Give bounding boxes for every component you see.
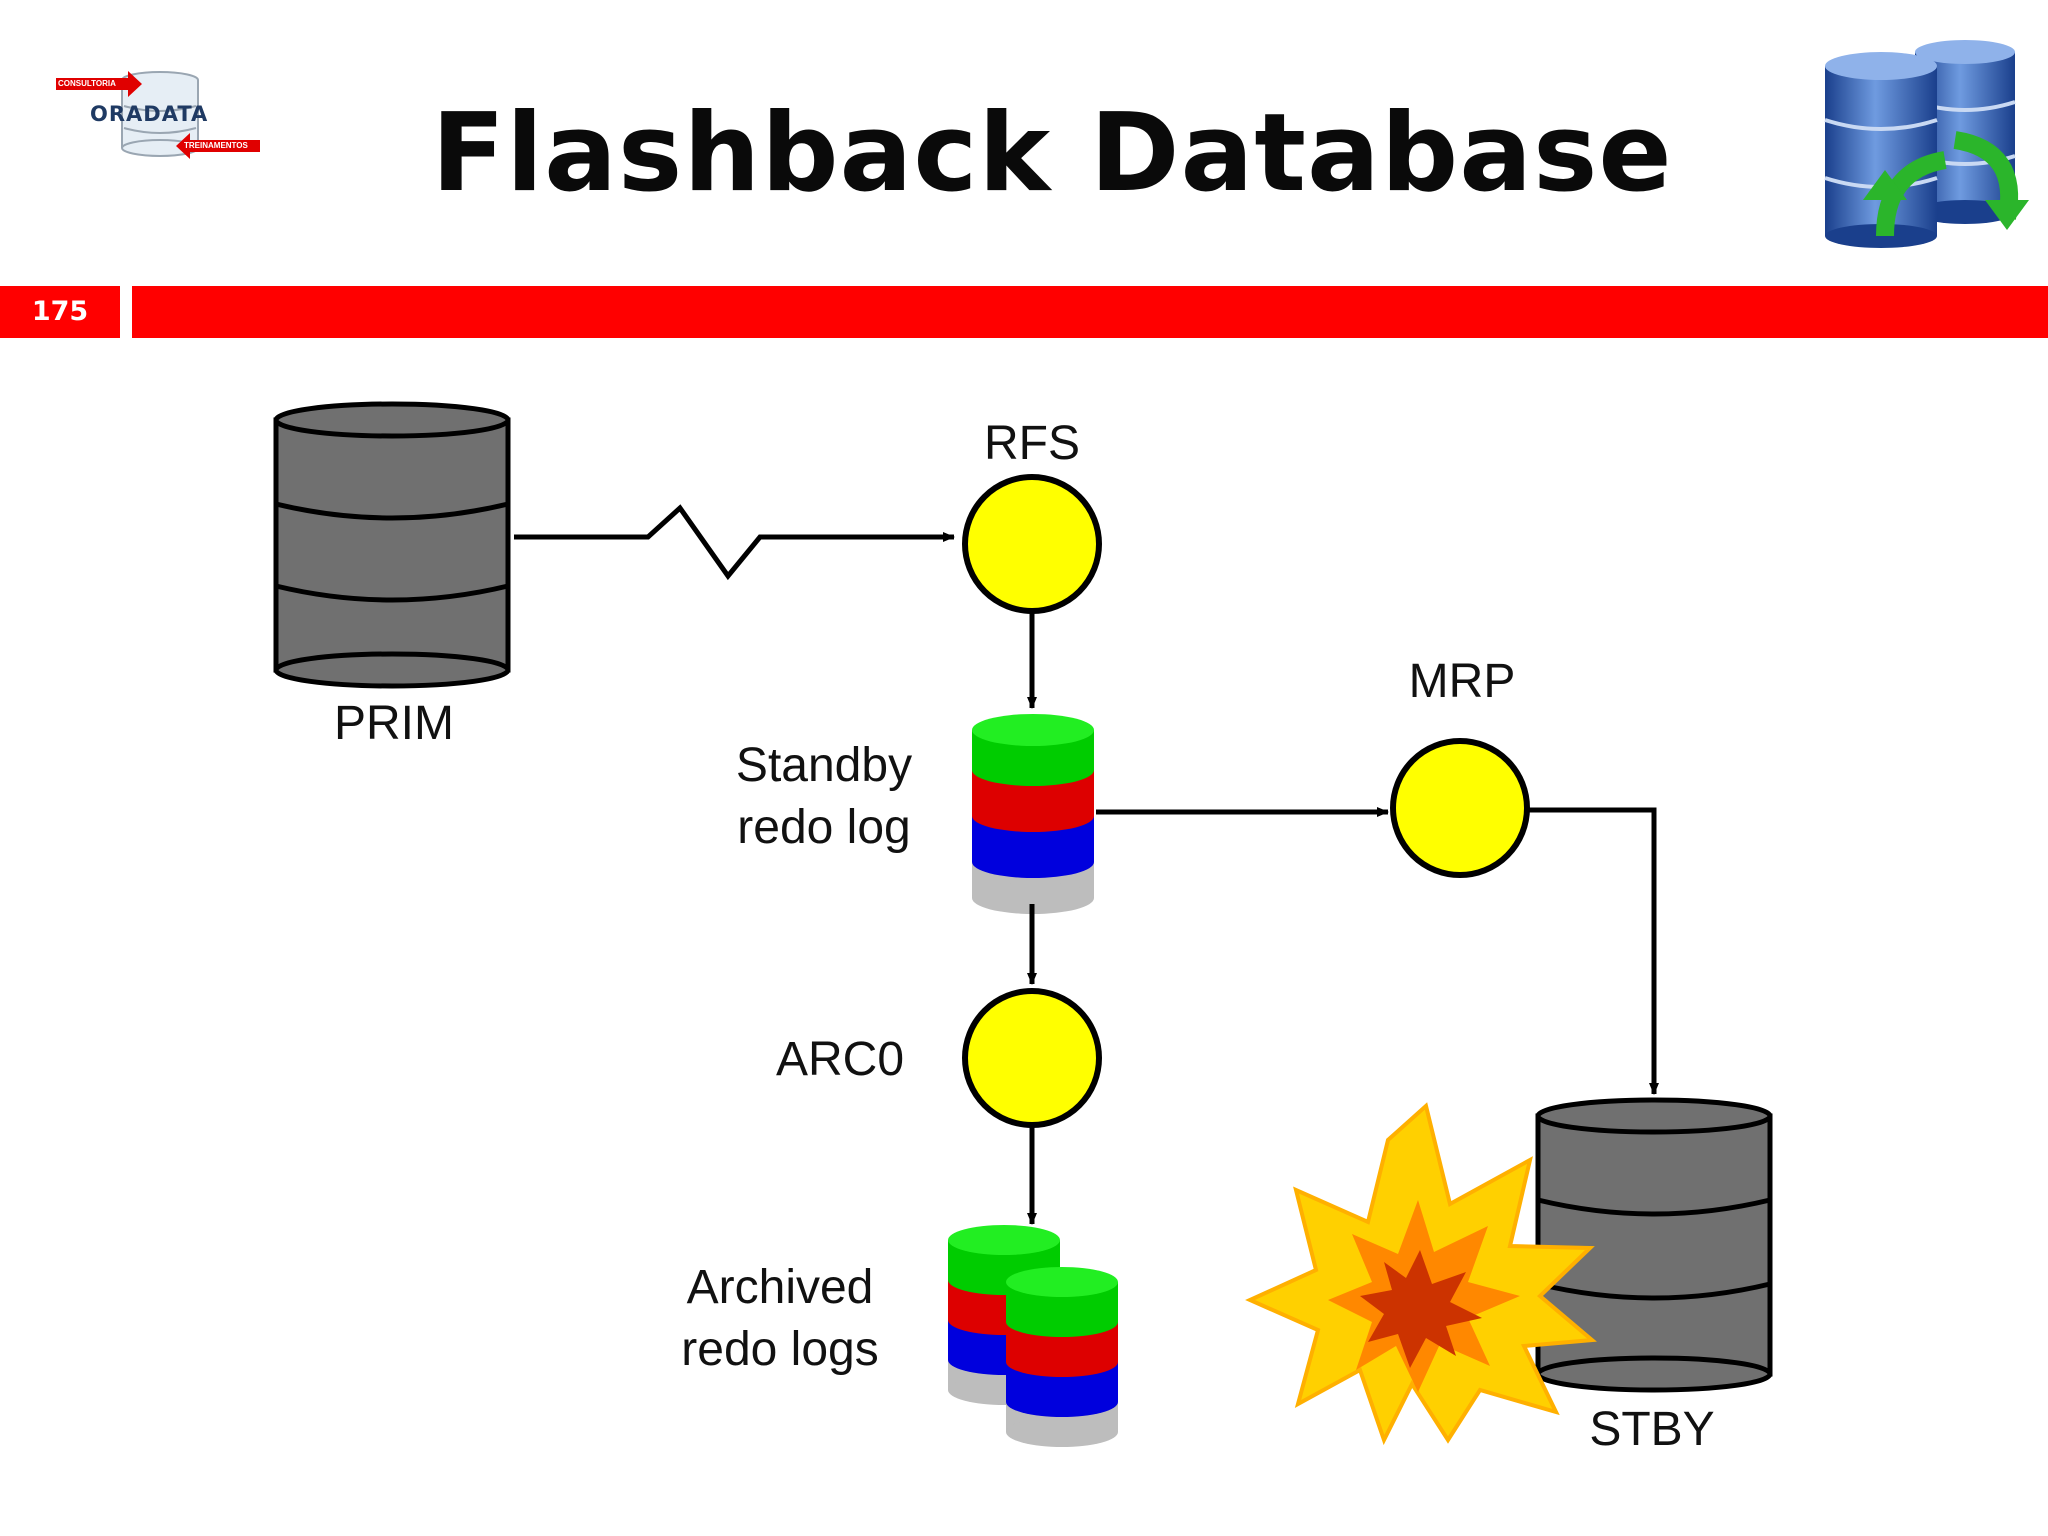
header-bar: [132, 286, 2048, 338]
standby-database-icon: [1535, 1097, 1773, 1393]
logo-brand: ORADATA: [90, 102, 209, 126]
network-link-arrow: [514, 504, 955, 581]
mrp-to-standby-arrow: [1528, 807, 1659, 1095]
logo: CONSULTORIA ORADATA TREINAMENTOS: [50, 60, 280, 170]
logo-top-tag: CONSULTORIA: [58, 79, 116, 88]
mrp-process-node: [1390, 738, 1530, 878]
rfs-label: RFS: [984, 417, 1080, 470]
standby-label: STBY: [1589, 1403, 1715, 1456]
standby-redo-log-icon: [972, 714, 1094, 914]
slide-number: 175: [0, 286, 120, 338]
archived-label-line1: Archived: [686, 1261, 874, 1314]
database-sync-icon: [1815, 40, 2035, 250]
archived-label-line2: redo logs: [681, 1323, 879, 1376]
logo-bottom-tag: TREINAMENTOS: [184, 141, 248, 150]
rfs-process-node: [962, 474, 1102, 614]
arc-label: ARC0: [775, 1033, 905, 1086]
standby-log-label-line1: Standby: [735, 739, 913, 792]
standby-log-label-line2: redo log: [737, 801, 911, 854]
explosion-icon: [1245, 1102, 1597, 1446]
mrp-label: MRP: [1408, 655, 1516, 708]
slide-title: Flashback Database: [431, 91, 1673, 216]
logo-graphic: [56, 71, 260, 159]
arc-process-node: [962, 988, 1102, 1128]
primary-database-icon: [273, 401, 511, 689]
primary-label: PRIM: [334, 697, 454, 750]
archived-redo-logs-icon: [948, 1225, 1118, 1447]
